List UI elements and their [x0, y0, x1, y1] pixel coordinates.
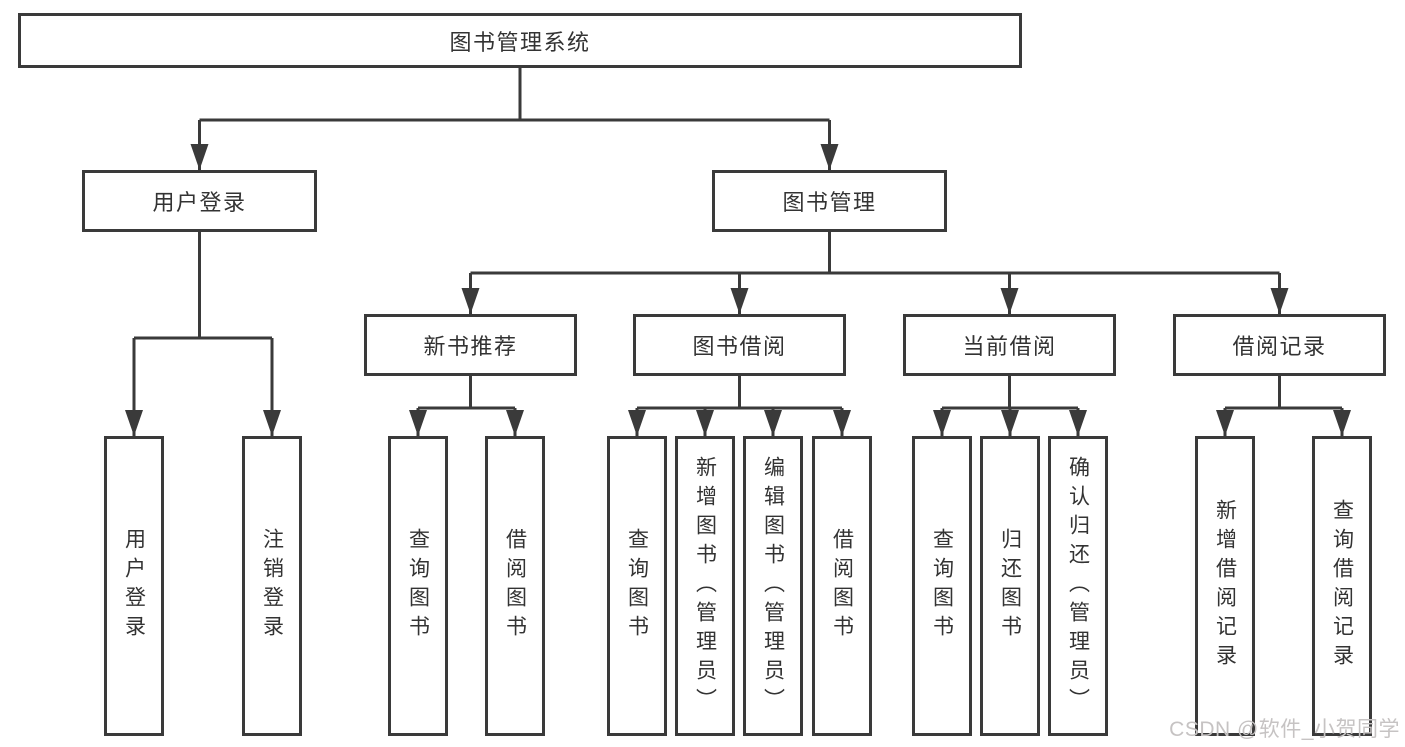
leaf-edit-book-admin: 编辑图书（管理员）	[743, 436, 803, 736]
leaf-add-book-admin: 新增图书（管理员）	[675, 436, 735, 736]
node-book-management-label: 图书管理	[782, 190, 877, 215]
leaf-query-books-recommend-label: 查询图书	[406, 528, 430, 644]
arrowheads	[125, 144, 1351, 436]
leaf-query-books-borrowing: 查询图书	[607, 436, 667, 736]
leaf-confirm-return-admin: 确认归还（管理员）	[1048, 436, 1108, 736]
arrow-down-icon	[190, 144, 209, 170]
leaf-return-books: 归还图书	[980, 436, 1040, 736]
leaf-add-borrow-record-label: 新增借阅记录	[1213, 499, 1237, 673]
arrow-down-icon	[833, 410, 851, 436]
leaf-user-login: 用户登录	[104, 436, 164, 736]
connector-borrowing-records-children	[1223, 376, 1344, 436]
connector-book-borrowing-children	[635, 376, 844, 436]
leaf-query-books-recommend: 查询图书	[388, 436, 448, 736]
leaf-borrow-books-borrowing: 借阅图书	[812, 436, 872, 736]
connector-book-management-children	[469, 232, 1281, 314]
arrow-down-icon	[933, 410, 951, 436]
leaf-logout-label: 注销登录	[260, 528, 284, 644]
connector-new-book-children	[416, 376, 517, 436]
arrow-down-icon	[409, 410, 427, 436]
leaf-query-books-current: 查询图书	[912, 436, 972, 736]
arrow-down-icon	[461, 288, 480, 314]
node-current-borrowing: 当前借阅	[903, 314, 1116, 376]
arrow-down-icon	[125, 410, 143, 436]
node-book-borrowing: 图书借阅	[633, 314, 846, 376]
node-borrowing-records: 借阅记录	[1173, 314, 1386, 376]
arrow-down-icon	[1216, 410, 1234, 436]
arrow-down-icon	[1069, 410, 1087, 436]
leaf-return-books-label: 归还图书	[998, 528, 1022, 644]
leaf-confirm-return-admin-label: 确认归还（管理员）	[1066, 455, 1090, 717]
leaf-query-borrow-record-label: 查询借阅记录	[1330, 499, 1354, 673]
arrow-down-icon	[764, 410, 782, 436]
node-borrowing-records-label: 借阅记录	[1232, 334, 1327, 359]
leaf-borrow-books-borrowing-label: 借阅图书	[830, 528, 854, 644]
node-root-label: 图书管理系统	[449, 29, 591, 55]
leaf-edit-book-admin-label: 编辑图书（管理员）	[761, 455, 785, 717]
leaf-borrow-books-recommend: 借阅图书	[485, 436, 545, 736]
arrow-down-icon	[628, 410, 646, 436]
leaf-add-book-admin-label: 新增图书（管理员）	[693, 455, 717, 717]
node-new-book-recommendation-label: 新书推荐	[423, 334, 518, 359]
leaf-borrow-books-recommend-label: 借阅图书	[503, 528, 527, 644]
arrow-down-icon	[1333, 410, 1351, 436]
node-user-login: 用户登录	[82, 170, 317, 232]
connector-user-login-children	[132, 232, 274, 436]
leaf-query-borrow-record: 查询借阅记录	[1312, 436, 1372, 736]
leaf-add-borrow-record: 新增借阅记录	[1195, 436, 1255, 736]
arrow-down-icon	[1270, 288, 1289, 314]
arrow-down-icon	[696, 410, 714, 436]
arrow-down-icon	[730, 288, 749, 314]
watermark: CSDN @软件_小贺同学	[1169, 718, 1400, 741]
node-book-borrowing-label: 图书借阅	[692, 334, 787, 359]
arrow-down-icon	[506, 410, 524, 436]
node-new-book-recommendation: 新书推荐	[364, 314, 577, 376]
node-user-login-label: 用户登录	[152, 190, 247, 215]
node-root: 图书管理系统	[18, 13, 1022, 68]
node-current-borrowing-label: 当前借阅	[962, 334, 1057, 359]
connector-root-to-level2	[198, 68, 831, 170]
leaf-logout: 注销登录	[242, 436, 302, 736]
arrow-down-icon	[1001, 410, 1019, 436]
leaf-query-books-borrowing-label: 查询图书	[625, 528, 649, 644]
leaf-user-login-label: 用户登录	[122, 528, 146, 644]
leaf-query-books-current-label: 查询图书	[930, 528, 954, 644]
node-book-management: 图书管理	[712, 170, 947, 232]
arrow-down-icon	[263, 410, 281, 436]
arrow-down-icon	[820, 144, 839, 170]
arrow-down-icon	[1000, 288, 1019, 314]
